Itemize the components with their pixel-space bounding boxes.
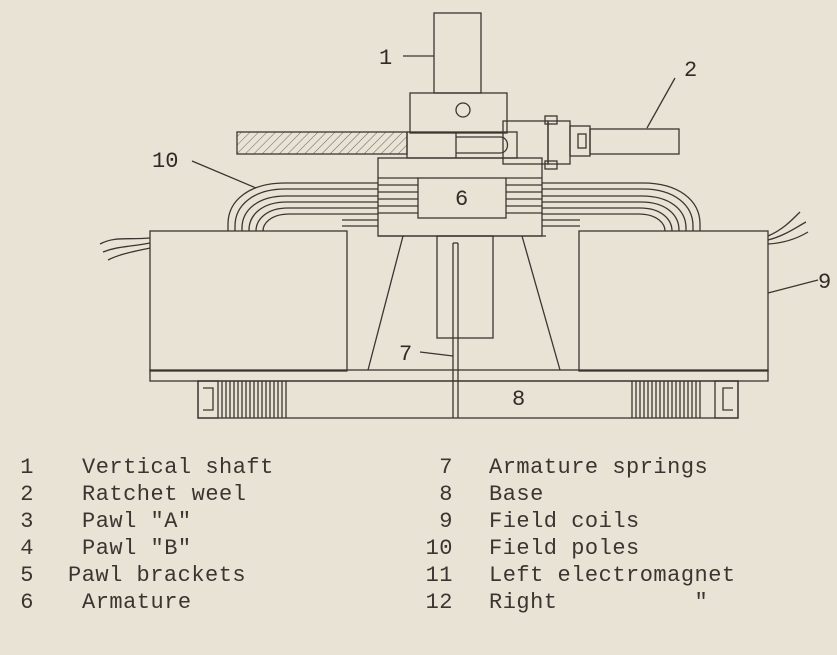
callout-1: 1 [379,46,392,71]
callout-9: 9 [818,270,831,295]
hub [409,92,508,134]
leader-lines [191,55,819,357]
pawl-brackets [502,115,591,170]
electromagnet-diagram: 1 2 6 7 8 9 10 [99,12,831,419]
vertical-shaft [433,12,482,94]
base [197,380,739,419]
coil-base-plate [149,369,769,382]
left-field-coil [99,230,348,372]
callout-8: 8 [512,387,525,412]
callout-7: 7 [399,342,412,367]
right-base-block [631,380,739,419]
ratchet-shaft [589,128,680,155]
callout-6: 6 [455,187,468,212]
armature-springs [436,235,494,418]
right-field-poles [542,182,701,232]
right-field-coil [578,211,809,372]
left-field-poles [227,182,378,232]
callout-10: 10 [152,149,178,174]
ratchet-wheel [236,131,518,159]
left-base-block [197,380,287,419]
callout-2: 2 [684,58,697,83]
armature-frame [367,235,561,371]
